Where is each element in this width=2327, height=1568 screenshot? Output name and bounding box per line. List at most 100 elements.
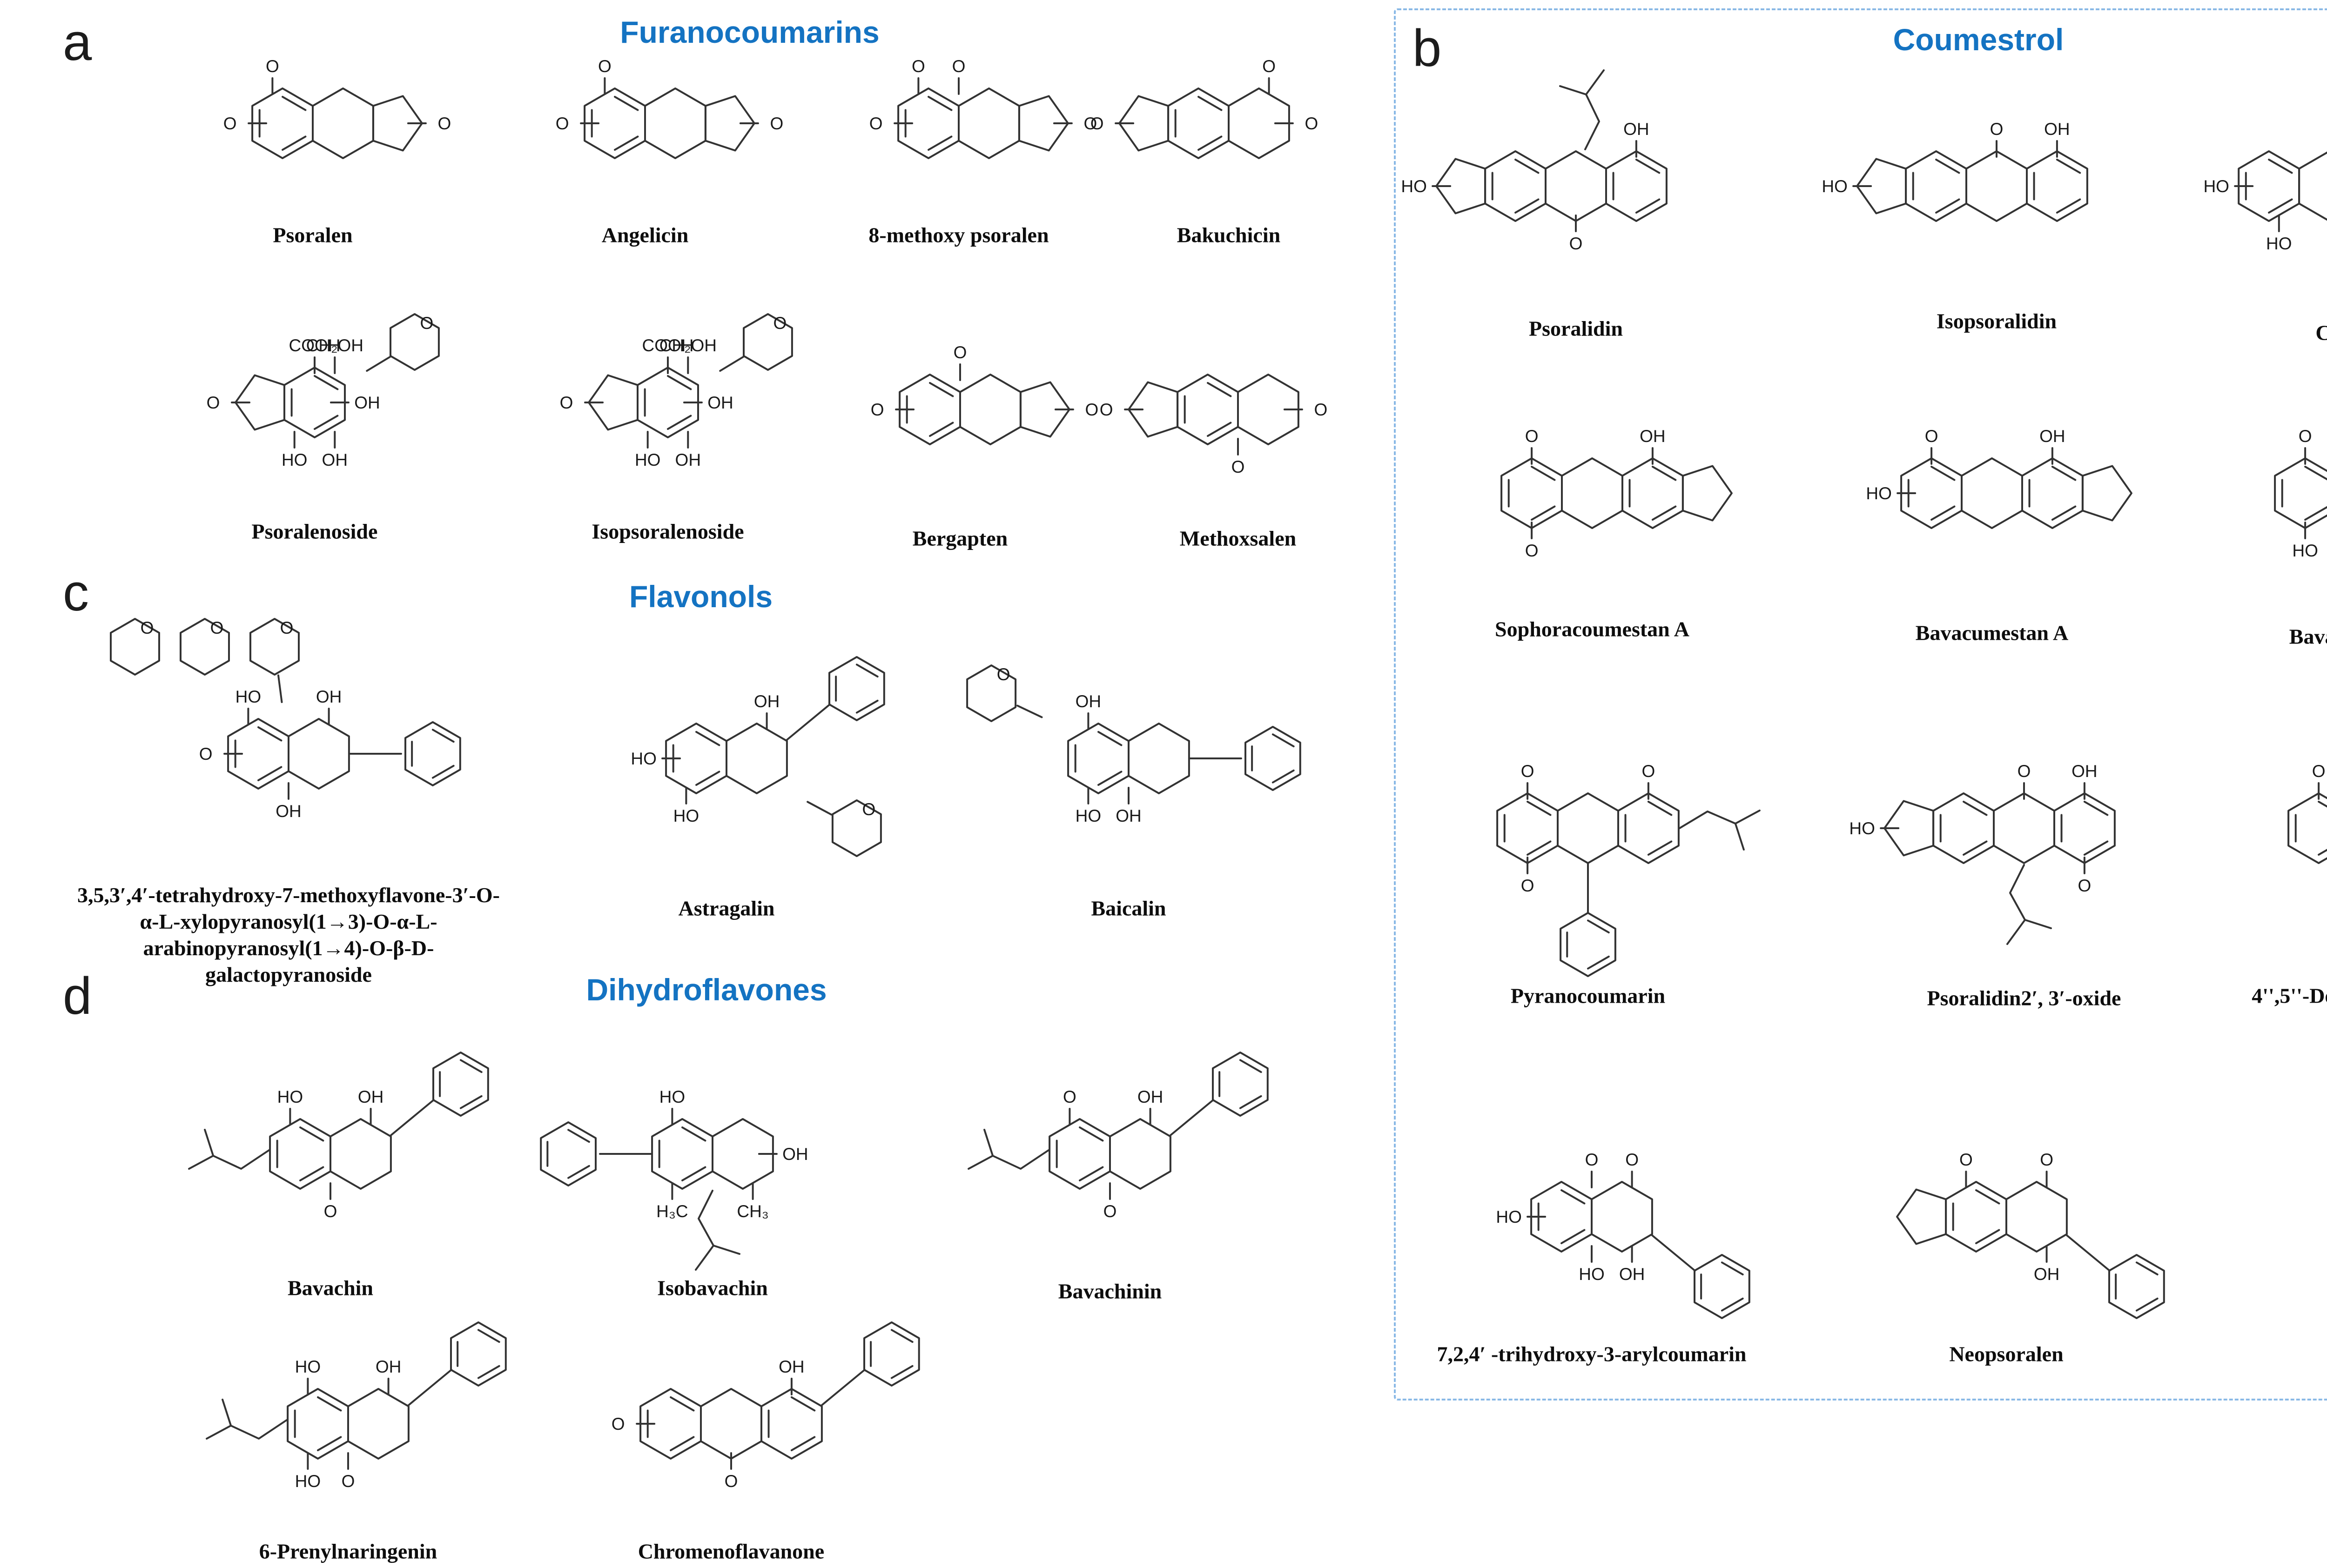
compound-4-5-dehydroisopsoralidin: OOOH4'',5''-Dehydroisopsoralidin [2230, 689, 2327, 1007]
structure-corylidin-icon: HOOHOOH [2203, 150, 2327, 253]
atom-label: O [869, 114, 883, 133]
atom-label: O [1625, 1150, 1639, 1169]
section-title-flavonols: Flavonols [629, 579, 773, 614]
atom-label: O [1084, 114, 1097, 133]
atom-label: O [871, 400, 884, 419]
atom-label: OH [322, 450, 348, 469]
atom-label: O [1525, 427, 1539, 446]
atom-label: O [342, 1472, 355, 1491]
atom-label: OH [2044, 120, 2070, 139]
atom-label: HO [1822, 177, 1848, 196]
atom-label: CH₂OH [659, 336, 717, 355]
compound-label-bergapten: Bergapten [912, 526, 1008, 550]
compound-label-isopsoralenoside: Isopsoralenoside [592, 519, 744, 543]
atom-label: O [725, 1472, 738, 1491]
compound-label-astragalin: Astragalin [678, 896, 775, 920]
atom-label: O [266, 57, 279, 76]
atom-label: O [2299, 427, 2312, 446]
compound-label-psoralidin-2-3-oxide: Psoralidin2′, 3′-oxide [1927, 986, 2121, 1010]
section-title-furanocoumarins: Furanocoumarins [620, 15, 880, 49]
atom-label: O [1642, 762, 1655, 781]
panel-letter-a: a [63, 13, 92, 71]
atom-label: O [324, 1202, 337, 1221]
atom-label: CH₃ [737, 1202, 769, 1221]
compound-label-corylidin: Corylidin [2315, 321, 2327, 345]
structure-6-prenylnaringenin-icon: HO OH HO O [206, 1321, 507, 1491]
atom-label: OH [316, 687, 342, 706]
compound-label-bakuchicin: Bakuchicin [1177, 223, 1281, 247]
atom-label: HO [1866, 484, 1892, 503]
atom-label: OH [376, 1357, 402, 1376]
compound-label-7-2-4-trihydroxy-3-arylcoumarin: 7,2,4′ -trihydroxy-3-arylcoumarin [1437, 1342, 1747, 1366]
sugar-ring-oxygen-label: O [420, 314, 434, 333]
structure-chromenoflavanone-icon: O OH O [612, 1321, 920, 1491]
atom-label: O [438, 114, 451, 133]
atom-label: OH [779, 1357, 805, 1376]
atom-label: COOH [289, 336, 341, 355]
atom-label: O [1959, 1150, 1973, 1169]
structure-angelicin-icon: OOO [556, 57, 784, 159]
atom-label: HO [277, 1087, 303, 1106]
compound-label-psoralidin: Psoralidin [1529, 316, 1623, 341]
compound-label-bavachin: Bavachin [287, 1276, 374, 1300]
atom-label: O [1990, 120, 2004, 139]
compound-label-isopsoralidin: Isopsoralidin [1936, 309, 2057, 333]
atom-label: OH [782, 1145, 808, 1164]
compound-label-bavacumestan-a: Bavacumestan A [1915, 621, 2069, 645]
atom-label: O [1262, 57, 1276, 76]
compound-label-methoxsalen: Methoxsalen [1179, 526, 1297, 550]
atom-label: HO [2266, 234, 2292, 253]
atom-label: O [912, 57, 925, 76]
compound-label-neopsoralen: Neopsoralen [1949, 1342, 2064, 1366]
atom-label: OH [1640, 427, 1666, 446]
atom-label: HO [295, 1357, 321, 1376]
atom-label: HO [295, 1472, 321, 1491]
atom-label: OH [276, 802, 302, 821]
sugar-ring-oxygen-label: O [141, 618, 154, 637]
atom-label: O [954, 343, 967, 362]
sugar-ring-oxygen-label: O [997, 665, 1010, 684]
compound-label-psoralen: Psoralen [273, 223, 353, 247]
compound-label-pyranocoumarin: Pyranocoumarin [1510, 984, 1666, 1008]
sugar-ring-oxygen-label: O [773, 314, 787, 333]
atom-label: OH [2034, 1265, 2060, 1284]
atom-label: O [2078, 876, 2092, 895]
atom-label: HO [673, 806, 699, 825]
compound-neopsoralen: O O OH Neopsoralen [1857, 1077, 2165, 1366]
atom-label: O [2018, 762, 2031, 781]
atom-label: O [612, 1414, 625, 1434]
atom-label: O [770, 114, 784, 133]
compound-label-bavachinin: Bavachinin [1058, 1279, 1162, 1303]
atom-label: HO [631, 749, 657, 768]
structure-methoxsalen-icon: OOO [1100, 374, 1327, 476]
atom-label: O [2040, 1150, 2053, 1169]
compound-isopsoralidin: HO O OH Isopsoralidin [1822, 47, 2145, 333]
atom-label: OH [354, 393, 380, 412]
